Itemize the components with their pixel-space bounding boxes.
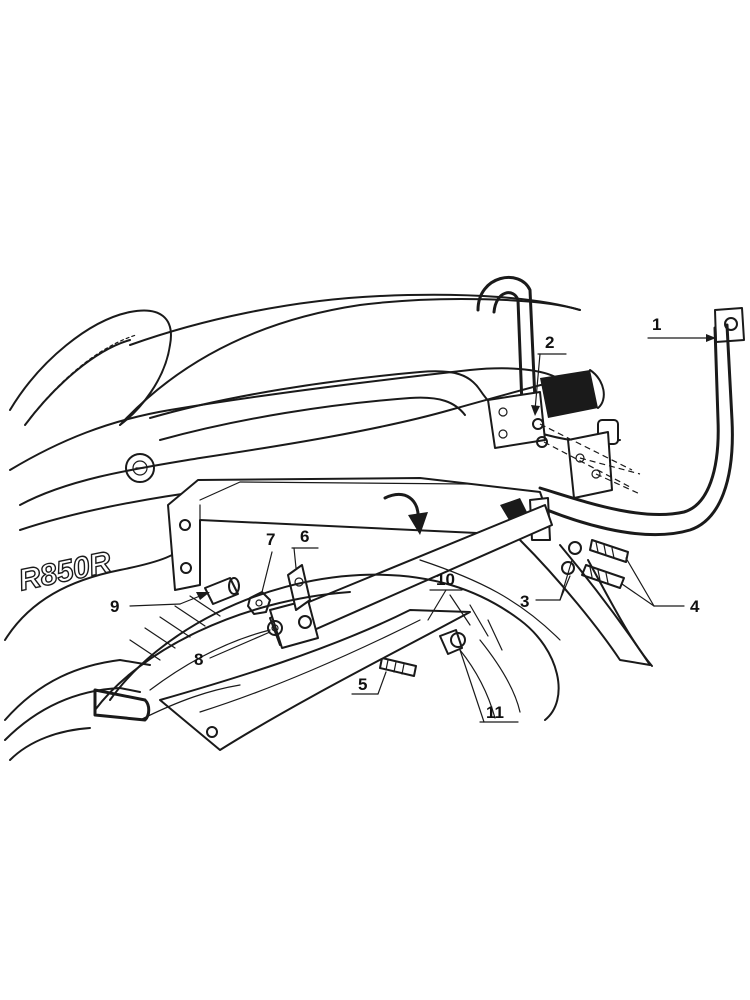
bolt-5	[379, 657, 417, 677]
callout-label-10: 10	[436, 570, 455, 589]
callout-3: 3	[520, 559, 573, 611]
bolt-head-icon	[536, 436, 548, 448]
callout-7: 7	[261, 530, 275, 593]
callout-label-11: 11	[486, 703, 504, 722]
callout-label-4: 4	[690, 597, 700, 616]
passenger-grab-handle	[476, 275, 537, 407]
callout-5: 5	[351, 671, 387, 695]
callout-4: 4	[621, 557, 700, 616]
callout-9: 9	[110, 592, 210, 616]
callout-6: 6	[291, 527, 319, 569]
callout-label-5: 5	[358, 675, 367, 694]
callout-label-6: 6	[300, 527, 309, 546]
rear-mudguard	[519, 539, 653, 667]
carrier-frame	[533, 307, 745, 537]
rotation-arrow-icon	[383, 492, 428, 535]
bolt-11	[439, 629, 466, 655]
callout-label-9: 9	[110, 597, 119, 616]
lower-fender-panel	[159, 609, 471, 751]
key-lock-icon	[125, 453, 155, 483]
washer-8	[267, 620, 283, 636]
callout-label-3: 3	[520, 592, 529, 611]
callout-label-8: 8	[194, 650, 203, 669]
mount-hole-icon	[724, 317, 738, 331]
bolt-group-3	[561, 539, 629, 589]
callout-10: 10	[427, 570, 463, 621]
callout-label-7: 7	[266, 530, 275, 549]
lower-frame-tube	[4, 659, 151, 761]
diagonal-brace	[269, 504, 553, 649]
small-bracket-6	[287, 564, 311, 611]
spacer-tube	[204, 577, 240, 605]
model-badge: R850R	[16, 546, 115, 598]
bolt-head-icon	[532, 418, 544, 430]
callout-2: 2	[531, 333, 567, 416]
callout-1: 1	[647, 315, 716, 342]
rear-bracket-plate	[567, 431, 613, 499]
mounting-plate-upper	[487, 391, 548, 449]
callout-8: 8	[194, 631, 271, 669]
rear-wheel	[94, 559, 561, 721]
callout-label-2: 2	[545, 333, 554, 352]
callout-label-1: 1	[652, 315, 661, 334]
callout-11: 11	[459, 649, 519, 723]
